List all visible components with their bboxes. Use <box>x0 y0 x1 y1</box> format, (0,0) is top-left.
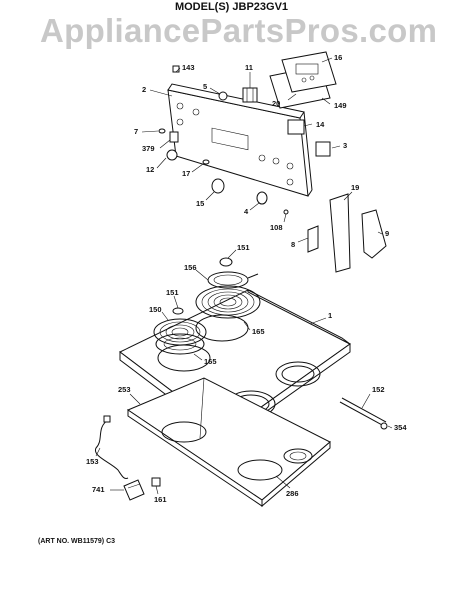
callout-16: 16 <box>334 53 342 62</box>
switch-part-11 <box>242 87 258 103</box>
callout-165-b: 165 <box>204 357 217 366</box>
callout-161: 161 <box>154 495 167 504</box>
callout-156: 156 <box>184 263 197 272</box>
watermark-logo: AppliancePartsPros.com <box>40 12 438 49</box>
callout-741: 741 <box>92 485 105 494</box>
callout-1: 1 <box>328 311 332 320</box>
callout-8: 8 <box>291 240 295 249</box>
range-chassis <box>126 377 331 508</box>
model-title: MODEL(S) JBP23GV1 <box>174 1 289 13</box>
callout-19: 19 <box>351 183 359 192</box>
callout-151-b: 151 <box>166 288 179 297</box>
callout-7: 7 <box>134 127 138 136</box>
callout-20: 20 <box>272 99 280 108</box>
callout-143: 143 <box>182 63 195 72</box>
terminal-block <box>123 477 161 501</box>
surface-unit-large <box>195 271 261 319</box>
callout-108: 108 <box>270 223 283 232</box>
callout-4: 4 <box>244 207 249 216</box>
callout-379: 379 <box>142 144 155 153</box>
callout-354: 354 <box>394 423 407 432</box>
control-panel <box>167 83 313 197</box>
callout-2: 2 <box>142 85 146 94</box>
callout-253: 253 <box>118 385 131 394</box>
callout-286: 286 <box>286 489 299 498</box>
callout-12: 12 <box>146 165 154 174</box>
callout-3: 3 <box>343 141 347 150</box>
support-rod <box>339 397 388 430</box>
callout-14: 14 <box>316 120 325 129</box>
callout-9: 9 <box>385 229 389 238</box>
leader-lines <box>95 57 393 495</box>
callout-151-a: 151 <box>237 243 250 252</box>
callout-11: 11 <box>245 63 253 72</box>
art-number: (ART NO. WB11579) C3 <box>38 538 116 545</box>
part-callouts: 143 16 11 5 2 20 149 14 7 379 3 12 17 15… <box>86 53 407 504</box>
callout-165-a: 165 <box>252 327 265 336</box>
callout-149: 149 <box>334 101 347 110</box>
callout-150: 150 <box>149 305 162 314</box>
side-brackets <box>307 193 387 273</box>
wire-harness <box>94 415 129 479</box>
callout-152: 152 <box>372 385 385 394</box>
callout-153: 153 <box>86 457 99 466</box>
callout-15: 15 <box>196 199 204 208</box>
callout-5: 5 <box>203 82 207 91</box>
callout-17: 17 <box>182 169 190 178</box>
small-panel-parts <box>158 65 331 215</box>
surface-unit-small <box>153 318 207 355</box>
